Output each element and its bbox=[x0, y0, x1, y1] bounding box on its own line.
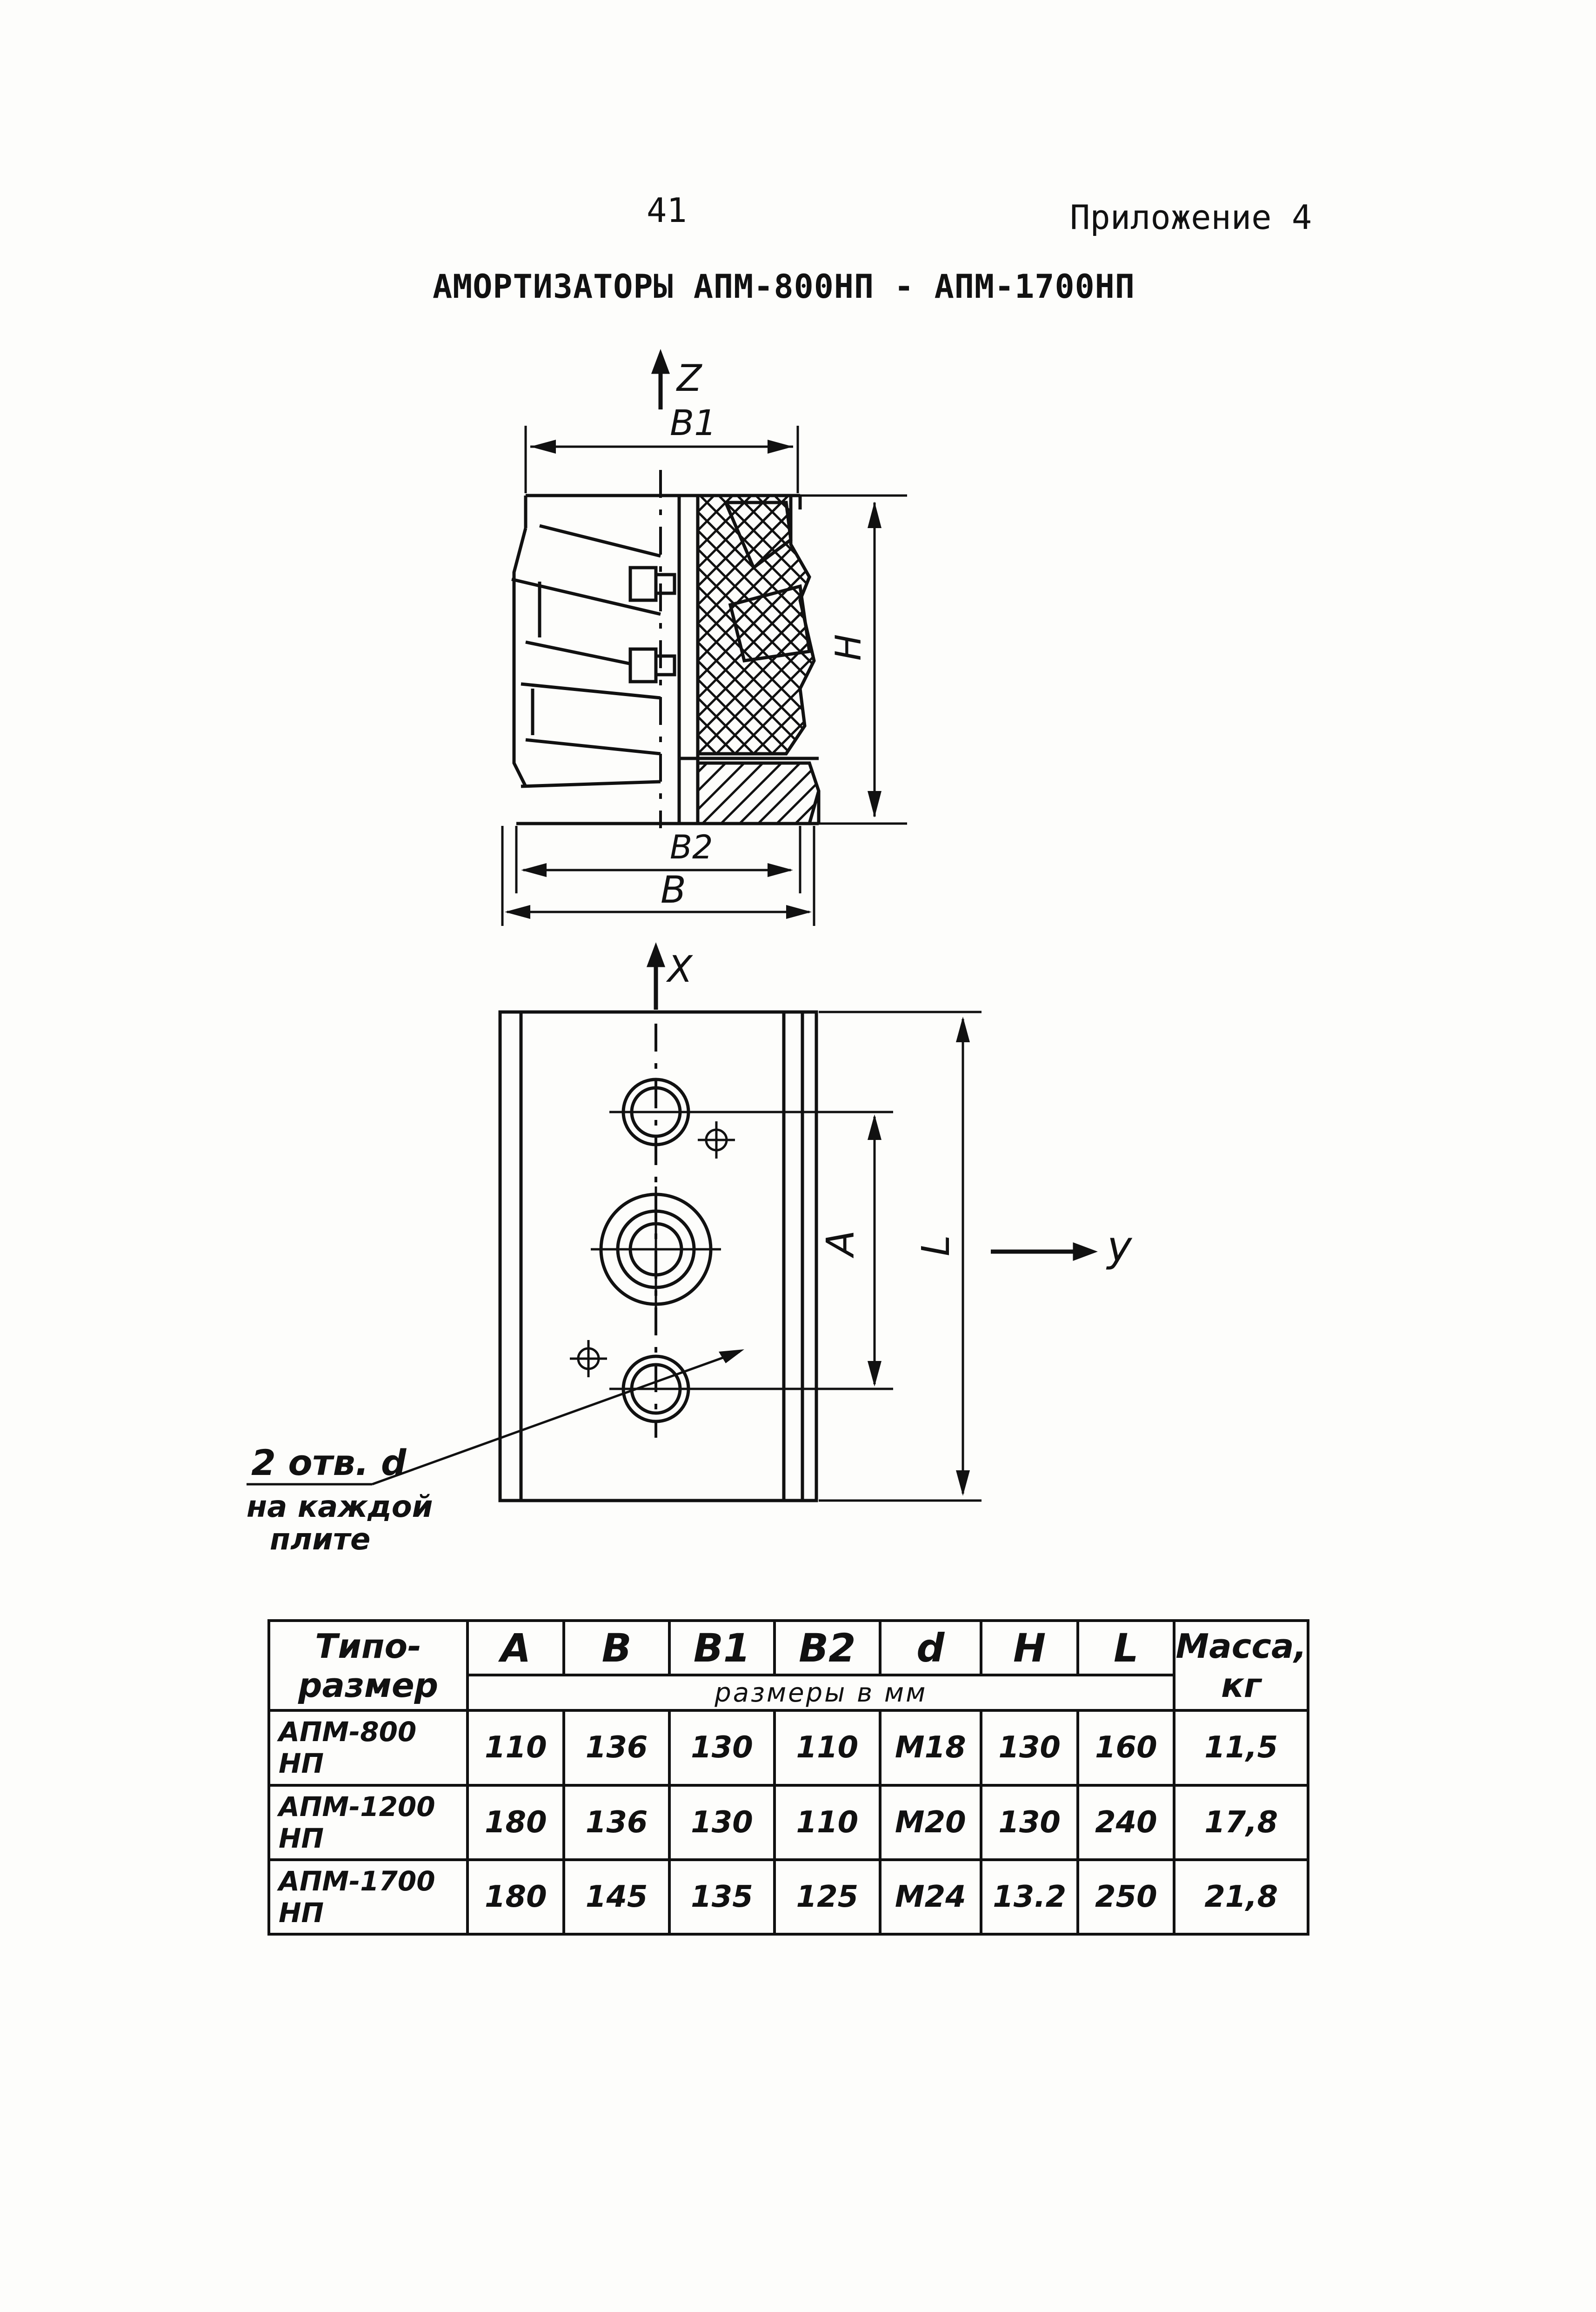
col-header-b: B bbox=[562, 1619, 671, 1677]
cell-b2: 110 bbox=[773, 1709, 881, 1787]
type-header-line1: Типо- bbox=[315, 1626, 421, 1666]
type-header: Типо- размер bbox=[267, 1619, 469, 1712]
cell-b: 145 bbox=[562, 1858, 671, 1936]
cell-a: 180 bbox=[466, 1783, 566, 1861]
note-holes: 2 отв. d bbox=[251, 1442, 407, 1483]
cell-b2: 125 bbox=[773, 1858, 881, 1936]
cell-a: 180 bbox=[466, 1858, 566, 1936]
col-header-b1: B1 bbox=[668, 1619, 776, 1677]
cell-mass: 21,8 bbox=[1173, 1858, 1309, 1936]
side-view: Z B1 bbox=[501, 349, 907, 926]
cell-b: 136 bbox=[562, 1783, 671, 1861]
cell-h: 130 bbox=[980, 1709, 1080, 1787]
appendix-label: Приложение 4 bbox=[1070, 198, 1312, 237]
units-row: размеры в мм bbox=[269, 1674, 1308, 1712]
cell-d: М18 bbox=[878, 1709, 983, 1787]
table-header-row: Типо- размер A B B1 B2 d H L Масса, кг bbox=[267, 1619, 1309, 1712]
dim-l-label: L bbox=[914, 1235, 958, 1256]
mass-header: Масса, кг bbox=[1173, 1619, 1309, 1712]
dim-b2-label: B2 bbox=[670, 828, 713, 866]
cell-l: 240 bbox=[1076, 1783, 1176, 1861]
note-plate: плите bbox=[270, 1522, 370, 1557]
note-each: на каждой bbox=[247, 1490, 433, 1524]
table-row: АПМ-1700 НП 180 145 135 125 М24 13.2 250… bbox=[267, 1858, 1309, 1936]
dim-a-label: A bbox=[819, 1230, 863, 1259]
table-row: АПМ-1200 НП 180 136 130 110 М20 130 240 … bbox=[267, 1783, 1309, 1861]
cell-b1: 130 bbox=[668, 1783, 776, 1861]
top-view: X bbox=[247, 942, 1133, 1502]
cell-d: М24 bbox=[878, 1858, 983, 1936]
dim-b-label: B bbox=[661, 868, 686, 911]
z-axis-label: Z bbox=[676, 358, 702, 400]
dim-b1-label: B1 bbox=[670, 402, 717, 443]
cell-h: 13.2 bbox=[980, 1858, 1080, 1936]
cell-a: 110 bbox=[466, 1709, 566, 1787]
mass-header-line2: кг bbox=[1221, 1665, 1262, 1705]
row-name: АПМ-800 НП bbox=[267, 1709, 469, 1787]
dim-h-label: H bbox=[828, 634, 869, 661]
type-header-line2: размер bbox=[298, 1665, 439, 1705]
document-title: АМОРТИЗАТОРЫ АПМ-800НП - АПМ-1700НП bbox=[433, 268, 1135, 306]
col-header-l: L bbox=[1076, 1619, 1176, 1677]
col-header-a: A bbox=[466, 1619, 566, 1677]
x-axis-label: X bbox=[666, 949, 693, 991]
cell-b: 136 bbox=[562, 1709, 671, 1787]
mass-header-line1: Масса, bbox=[1175, 1626, 1307, 1666]
dimensions-table: Типо- размер A B B1 B2 d H L Масса, кг р… bbox=[267, 1619, 1309, 1936]
cell-b1: 130 bbox=[668, 1709, 776, 1787]
cell-h: 130 bbox=[980, 1783, 1080, 1861]
page-number: 41 bbox=[647, 191, 687, 230]
col-header-d: d bbox=[878, 1619, 983, 1677]
cell-mass: 11,5 bbox=[1173, 1709, 1309, 1787]
cell-b1: 135 bbox=[668, 1858, 776, 1936]
units-label: размеры в мм bbox=[466, 1674, 1176, 1712]
row-name: АПМ-1700 НП bbox=[267, 1858, 469, 1936]
cell-l: 250 bbox=[1076, 1858, 1176, 1936]
y-axis-label: y bbox=[1106, 1222, 1133, 1271]
cell-mass: 17,8 bbox=[1173, 1783, 1309, 1861]
col-header-h: H bbox=[980, 1619, 1080, 1677]
row-name: АПМ-1200 НП bbox=[267, 1783, 469, 1861]
cell-l: 160 bbox=[1076, 1709, 1176, 1787]
cell-b2: 110 bbox=[773, 1783, 881, 1861]
cell-d: М20 bbox=[878, 1783, 983, 1861]
col-header-b2: B2 bbox=[773, 1619, 881, 1677]
table-row: АПМ-800 НП 110 136 130 110 М18 130 160 1… bbox=[267, 1709, 1309, 1787]
